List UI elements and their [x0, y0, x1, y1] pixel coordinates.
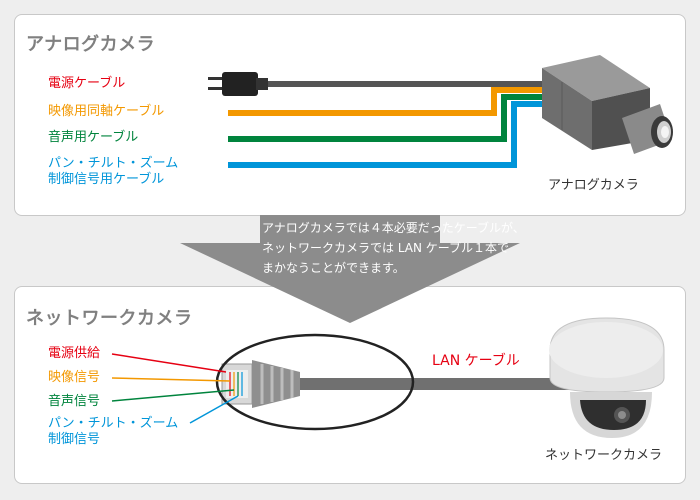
analog-ptz-cable-label-line1: パン・チルト・ズーム: [48, 156, 179, 171]
analog-ptz-cable: [228, 101, 545, 168]
callout-line-3: まかなうことができます。: [262, 261, 405, 275]
network-video-label: 映像信号: [48, 370, 101, 385]
callout-line-1: アナログカメラでは４本必要だったケーブルが、: [262, 221, 525, 235]
leader-power: [111, 353, 227, 373]
callout-line-2: ネットワークカメラでは LAN ケーブル１本で: [262, 241, 510, 255]
analog-video-cable-label: 映像用同軸ケーブル: [48, 104, 165, 119]
connector-highlight-ellipse: [215, 333, 415, 431]
analog-audio-cable: [228, 94, 545, 142]
lan-cable-label: LAN ケーブル: [432, 353, 520, 369]
leader-ptz: [189, 395, 239, 424]
analog-camera-icon: [542, 55, 673, 154]
power-plug-icon: [208, 72, 268, 96]
analog-video-cable: [228, 87, 545, 116]
network-audio-label: 音声信号: [48, 394, 101, 409]
analog-section-title: アナログカメラ: [26, 34, 156, 55]
callout-text: アナログカメラでは４本必要だったケーブルが、 ネットワークカメラでは LAN ケ…: [262, 218, 525, 278]
network-camera-label: ネットワークカメラ: [545, 448, 663, 463]
dome-camera-icon: [549, 317, 665, 438]
leader-video: [111, 377, 231, 382]
network-section-title: ネットワークカメラ: [26, 308, 193, 329]
leader-audio: [111, 389, 235, 402]
network-ptz-label-line1: パン・チルト・ズーム: [48, 416, 179, 431]
rj45-connector-icon: [221, 360, 300, 408]
transition-arrow: [180, 215, 520, 323]
network-ptz-label-line2: 制御信号: [48, 432, 101, 447]
analog-power-cable-label: 電源ケーブル: [48, 76, 126, 91]
analog-ptz-cable-label-line2: 制御信号用ケーブル: [48, 172, 165, 187]
analog-audio-cable-label: 音声用ケーブル: [48, 130, 139, 145]
analog-camera-label: アナログカメラ: [548, 178, 639, 193]
network-power-label: 電源供給: [48, 346, 101, 361]
